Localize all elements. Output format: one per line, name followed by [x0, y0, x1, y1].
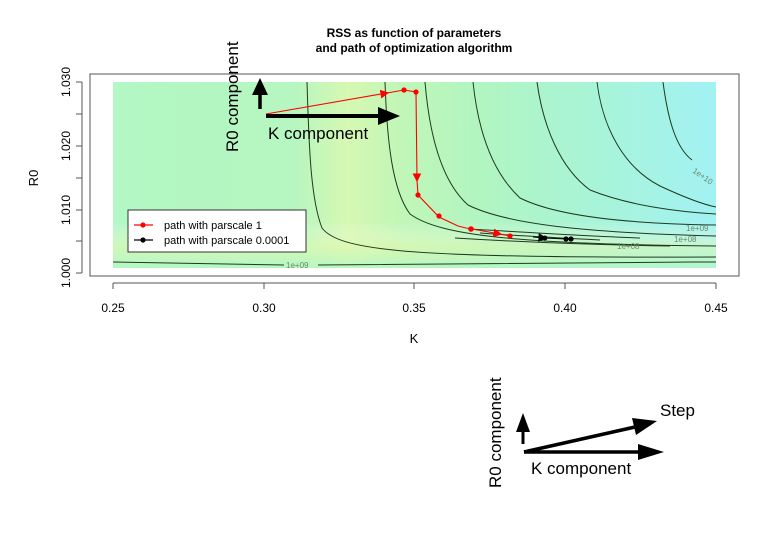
k-component-arrow-icon	[378, 107, 400, 125]
y-tick-1020: 1.020	[59, 131, 73, 161]
x-axis	[112, 282, 717, 289]
chart-title-line-1: RSS as function of parameters	[327, 26, 502, 40]
legend-item-parscale-0001: path with parscale 0.0001	[134, 235, 289, 247]
k-component-label-bottom: K component	[531, 459, 631, 478]
x-tick-040: 0.40	[553, 301, 577, 315]
k-component-arrow-small-icon	[638, 444, 664, 460]
y-tick-1000: 1.000	[59, 258, 73, 288]
overlay-bottom-step-diagram: R0 component K component Step	[486, 377, 695, 488]
y-tick-1010: 1.010	[59, 195, 73, 225]
path-parscale-1	[265, 87, 513, 239]
legend-label-parscale-1: path with parscale 1	[164, 220, 262, 232]
plot-frame	[89, 73, 740, 277]
y-tick-1030: 1.030	[59, 67, 73, 97]
r0-component-label-top: R0 component	[223, 41, 242, 152]
legend-marker-black-icon	[140, 237, 146, 243]
y-axis-label: R0	[26, 170, 41, 187]
x-tick-045: 0.45	[704, 301, 728, 315]
k-component-label-top: K component	[268, 124, 368, 143]
r0-component-label-bottom: R0 component	[486, 377, 505, 488]
r0-component-arrow-icon	[252, 78, 268, 95]
x-tick-030: 0.30	[252, 301, 276, 315]
legend-label-parscale-0001: path with parscale 0.0001	[164, 235, 289, 247]
x-tick-025: 0.25	[101, 301, 125, 315]
contour-label-1e08-right: 1e+08	[674, 235, 697, 244]
contour-label-1e09-bottom: 1e+09	[286, 261, 309, 270]
step-label: Step	[660, 401, 695, 420]
x-tick-035: 0.35	[402, 301, 426, 315]
overlay-top-vector-components: R0 component K component	[223, 41, 400, 152]
r0-component-arrow-small-icon	[516, 413, 530, 432]
contour-label-1e08-center: 1e+08	[617, 242, 640, 251]
chart-title-line-2: and path of optimization algorithm	[316, 41, 513, 55]
legend-item-parscale-1: path with parscale 1	[134, 220, 262, 232]
contour-label-1e09-right: 1e+09	[686, 224, 709, 233]
path-parscale-0001	[532, 233, 574, 242]
step-arrow-icon	[632, 418, 657, 435]
legend-marker-red-icon	[140, 222, 146, 228]
y-axis	[76, 81, 83, 274]
x-axis-label: K	[410, 331, 419, 346]
legend: path with parscale 1 path with parscale …	[127, 209, 307, 253]
